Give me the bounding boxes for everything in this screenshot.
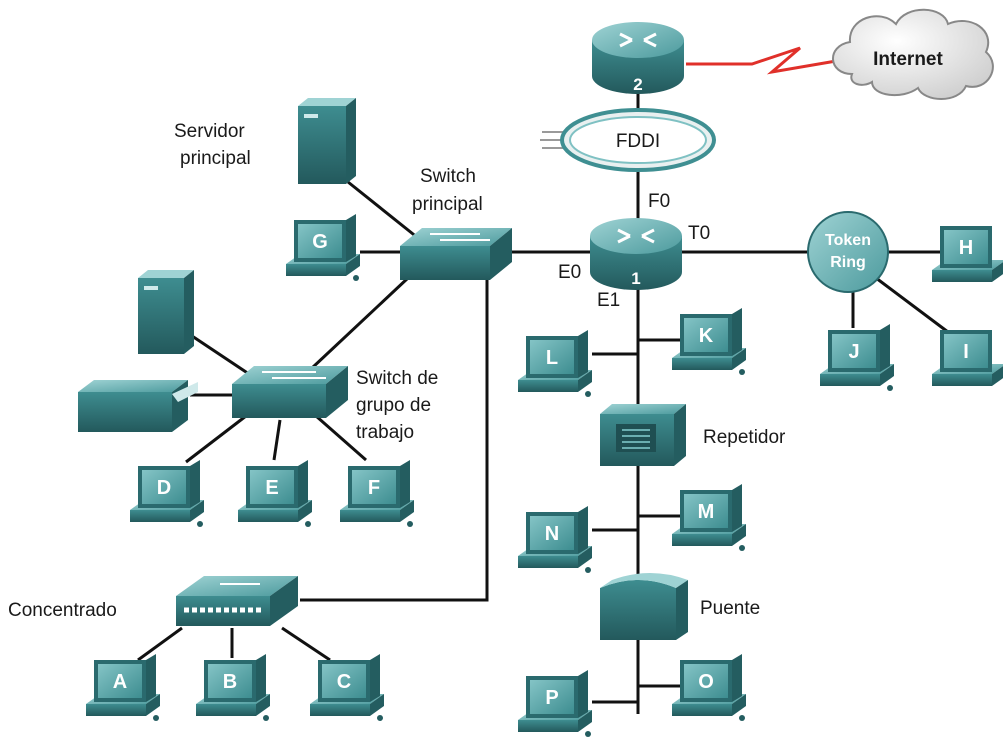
pc-e-label: E [265, 477, 278, 499]
bridge-label: Puente [700, 598, 760, 619]
pc-j: J [820, 324, 894, 391]
pc-f: F [340, 460, 414, 527]
workgroup-switch-label-line2: grupo de [356, 395, 431, 416]
fddi-ring: FDDI [540, 108, 716, 172]
main-server-label-line1: Servidor [174, 121, 245, 142]
main-switch [400, 228, 512, 280]
router-2: 2 [592, 22, 684, 94]
link-token-ring-i [875, 276, 949, 334]
workgroup-switch-label-line1: Switch de [356, 368, 438, 389]
pc-k-label: K [699, 325, 714, 347]
pc-m-label: M [698, 501, 715, 523]
token-ring-label-line1: Token [825, 232, 871, 249]
link-wg-switch-e [272, 419, 282, 461]
main-server [298, 98, 356, 184]
pc-j-label: J [848, 341, 859, 363]
router-arrows-icon [619, 32, 657, 48]
pc-i: I [932, 330, 1003, 386]
pc-b-label: B [223, 671, 237, 693]
link-main-switch-hub [300, 272, 489, 602]
hub [176, 576, 298, 626]
pc-n-label: N [545, 523, 559, 545]
link-wg-switch-d [185, 414, 247, 464]
fddi-label: FDDI [616, 131, 660, 152]
pc-c: C [310, 654, 384, 721]
pc-g-label: G [312, 231, 328, 253]
port-e1-label: E1 [597, 290, 620, 311]
token-ring-label-line2: Ring [830, 254, 866, 271]
main-switch-label-line2: principal [412, 194, 483, 215]
pc-k: K [672, 308, 746, 375]
internet-cloud: Internet [832, 8, 994, 100]
pc-a: A [86, 654, 160, 721]
link-hub-a [137, 626, 183, 662]
link-main-switch-wg-switch [310, 276, 410, 370]
pc-b: B [196, 654, 270, 721]
pc-m: M [672, 484, 746, 551]
pc-n: N [518, 506, 592, 573]
workgroup-server [138, 270, 194, 354]
port-f0-label: F0 [648, 191, 670, 212]
pc-h: H [932, 226, 1003, 282]
router-2-number: 2 [633, 75, 642, 94]
token-ring: Token Ring [807, 211, 889, 293]
pc-l: L [518, 330, 592, 397]
pc-h-label: H [959, 237, 973, 259]
pc-l-label: L [546, 347, 558, 369]
pc-d: D [130, 460, 204, 527]
pc-o: O [672, 654, 746, 721]
main-server-label-line2: principal [180, 148, 251, 169]
pc-i-label: I [963, 341, 969, 363]
printer [78, 380, 198, 432]
repeater-label: Repetidor [703, 427, 786, 448]
pc-d-label: D [157, 477, 171, 499]
main-switch-label-line1: Switch [420, 166, 476, 187]
internet-label: Internet [873, 49, 943, 70]
port-e0-label: E0 [558, 262, 581, 283]
router-1: 1 [590, 218, 682, 290]
pc-g: G [286, 214, 360, 281]
workgroup-switch-label-line3: trabajo [356, 422, 414, 443]
pc-f-label: F [368, 477, 380, 499]
pc-p-label: P [545, 687, 558, 709]
workgroup-switch [232, 366, 348, 418]
pc-e: E [238, 460, 312, 527]
pc-a-label: A [113, 671, 127, 693]
link-server-main-switch [347, 180, 419, 240]
pc-o-label: O [698, 671, 714, 693]
port-t0-label: T0 [688, 223, 710, 244]
bridge [600, 573, 688, 640]
link-wg-switch-f [315, 414, 367, 462]
link-wan-internet [686, 46, 843, 75]
links [137, 92, 949, 714]
link-hub-c [281, 626, 331, 662]
repeater [600, 404, 686, 466]
router-arrows-icon [617, 228, 655, 244]
pc-p: P [518, 670, 592, 737]
pc-c-label: C [337, 671, 351, 693]
link-server2-wg-switch [191, 334, 253, 378]
hub-label: Concentrado [8, 600, 117, 621]
router-1-number: 1 [631, 269, 640, 288]
